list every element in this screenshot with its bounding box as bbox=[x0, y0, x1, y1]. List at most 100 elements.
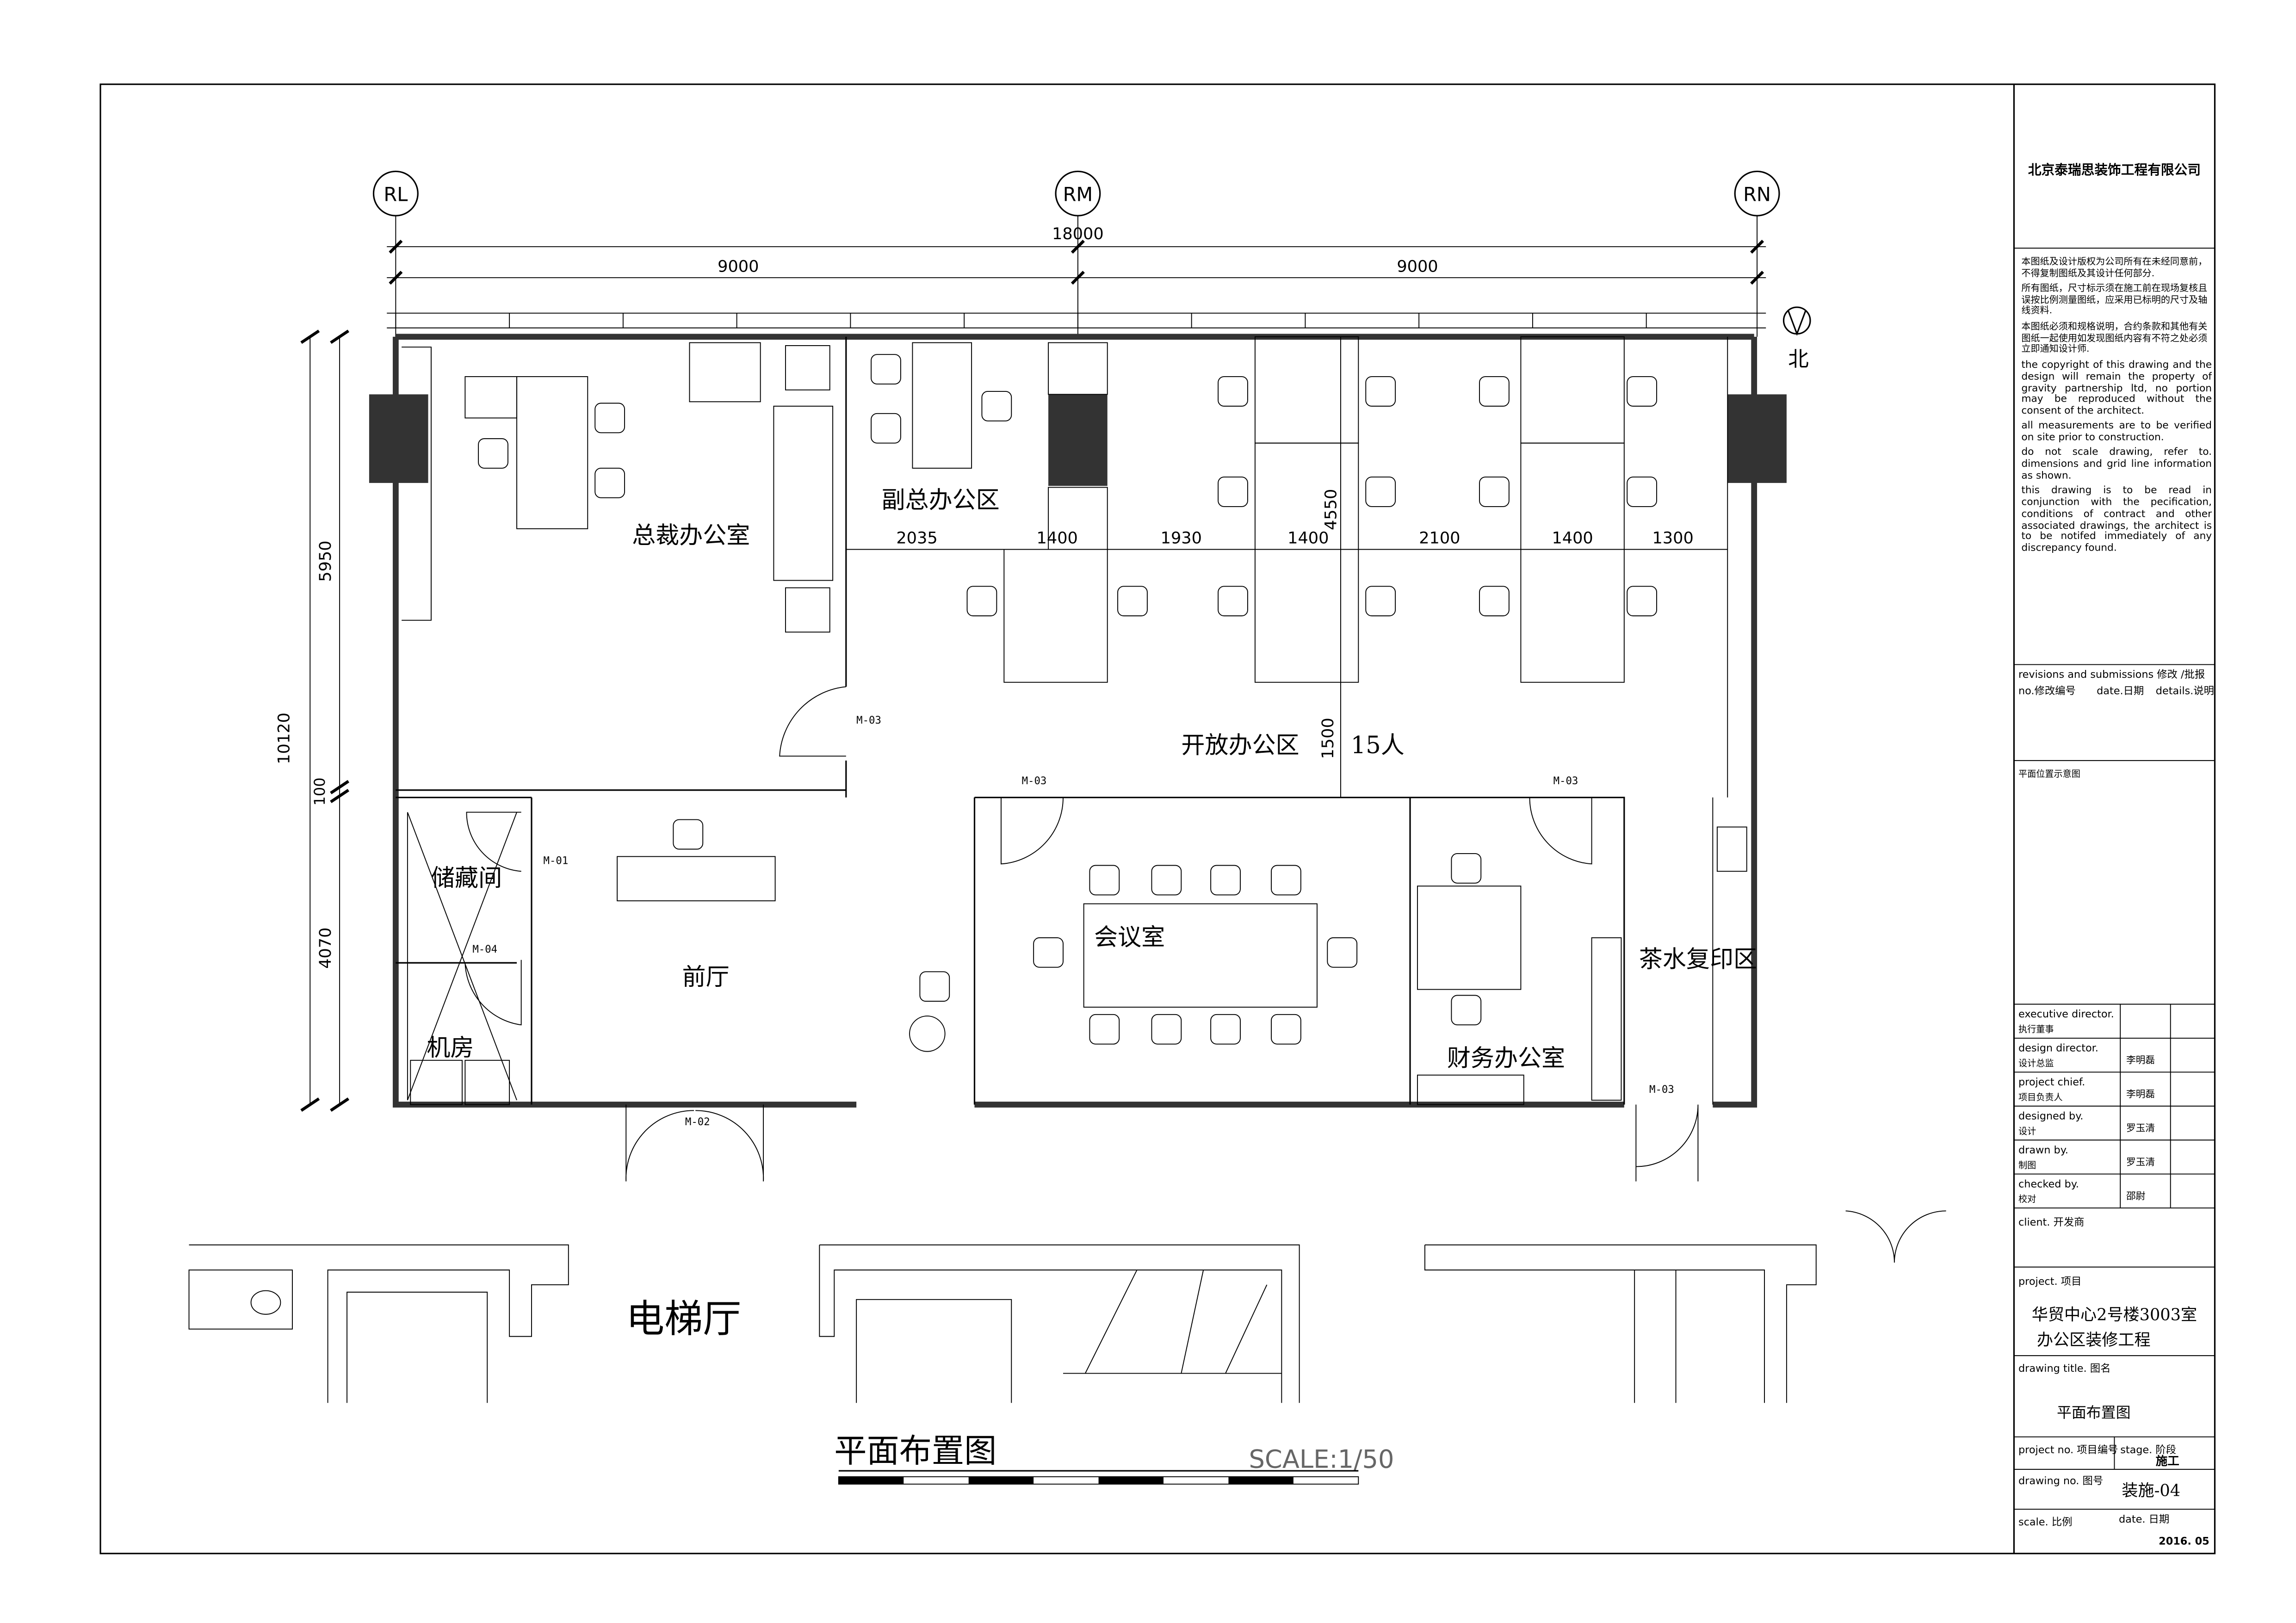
chair bbox=[1627, 376, 1657, 407]
dim-row: 1400 bbox=[1552, 529, 1593, 548]
role-row: checked by.校对邵尉 bbox=[2014, 1178, 2215, 1208]
vp-desk bbox=[912, 342, 972, 469]
role-name: 罗玉清 bbox=[2126, 1156, 2155, 1167]
dim-left-lower: 4070 bbox=[316, 928, 335, 969]
door-tag: M-02 bbox=[685, 1116, 710, 1128]
role-row: drawn by.制图罗玉清 bbox=[2014, 1144, 2215, 1175]
interior-dimensions: 2035 1400 1930 1400 2100 1400 1300 4550 … bbox=[896, 336, 1694, 798]
chair bbox=[594, 467, 625, 498]
date-label: date. 日期 bbox=[2119, 1513, 2169, 1525]
role-row: project chief. 项目负责人 李明磊 bbox=[2014, 1076, 2215, 1107]
door-tag: M-03 bbox=[1649, 1084, 1674, 1096]
role-en: executive director. bbox=[2018, 1008, 2114, 1020]
role-row: designed by.设计罗玉清 bbox=[2014, 1110, 2215, 1141]
room-president-office: 总裁办公室 bbox=[632, 522, 750, 550]
drawing-title: 平面布置图 bbox=[834, 1432, 996, 1470]
elevator-hall-outline bbox=[188, 1244, 1817, 1403]
role-name: 罗玉清 bbox=[2126, 1122, 2155, 1134]
chair bbox=[1218, 586, 1248, 617]
axis-label: RM bbox=[1063, 183, 1093, 205]
column bbox=[1048, 394, 1108, 486]
chair bbox=[1365, 477, 1396, 507]
company-name: 北京泰瑞思装饰工程有限公司 bbox=[2028, 162, 2201, 178]
grid-axis-rl: RL bbox=[372, 170, 419, 337]
chair bbox=[1451, 995, 1482, 1026]
drawing-title-label: drawing title. 图名 bbox=[2018, 1363, 2110, 1375]
chair bbox=[966, 586, 997, 617]
keyplan-label: 平面位置示意图 bbox=[2018, 768, 2080, 779]
chair bbox=[1479, 477, 1510, 507]
axis-label: RN bbox=[1743, 183, 1771, 205]
role-name: 李明磊 bbox=[2126, 1089, 2155, 1100]
room-server: 机房 bbox=[427, 1035, 474, 1062]
open-office-capacity: 15人 bbox=[1351, 732, 1405, 759]
rev-date-header: date.日期 bbox=[2097, 685, 2144, 697]
role-cn: 制图 bbox=[2018, 1160, 2036, 1171]
reception-desk bbox=[617, 856, 776, 902]
chair bbox=[1210, 1014, 1241, 1045]
dim-row: 2035 bbox=[896, 529, 937, 548]
role-row: design director.设计总监李明磊 bbox=[2014, 1042, 2215, 1073]
room-meeting: 会议室 bbox=[1094, 924, 1165, 951]
dim-depth: 4550 bbox=[1321, 489, 1340, 530]
room-labels: 总裁办公室 副总办公区 开放办公区 15人 储藏间 前厅 会议室 茶水复印区 财… bbox=[427, 487, 1757, 1341]
chair bbox=[594, 403, 625, 434]
tea-door bbox=[1635, 1104, 1699, 1182]
note-cn: 所有图纸，尺寸标示须在施工前在现场复核且误按比例测量图纸，应采用已标明的尺寸及轴… bbox=[2021, 284, 2208, 317]
door-tags: M-03 M-03 M-03 M-03 M-01 M-04 M-02 bbox=[472, 714, 1674, 1128]
column bbox=[369, 394, 428, 483]
president-desk bbox=[516, 376, 588, 529]
chair bbox=[1451, 853, 1482, 884]
note-en: the copyright of this drawing and the de… bbox=[2021, 358, 2212, 417]
dim-half-left: 9000 bbox=[718, 257, 759, 276]
dim-row: 1930 bbox=[1161, 529, 1202, 548]
door-swing bbox=[1000, 797, 1064, 865]
room-tea-copy: 茶水复印区 bbox=[1639, 946, 1757, 973]
door-swing bbox=[779, 686, 846, 757]
left-dimensions: 10120 5950 100 4070 bbox=[275, 329, 349, 1112]
door-swing bbox=[466, 812, 521, 872]
room-storage: 储藏间 bbox=[431, 865, 502, 892]
window-strip bbox=[387, 312, 1766, 328]
role-en: checked by. bbox=[2018, 1178, 2079, 1190]
door-swing bbox=[1529, 797, 1592, 865]
project-label: project. 项目 bbox=[2018, 1276, 2081, 1288]
note-en: do not scale drawing, refer to. dimensio… bbox=[2021, 446, 2212, 482]
workstation bbox=[1003, 549, 1108, 683]
chair bbox=[1271, 865, 1301, 896]
chair bbox=[981, 391, 1012, 421]
grid-axis-rn: RN bbox=[1734, 170, 1780, 337]
outer-door bbox=[1845, 1210, 1946, 1263]
rev-details-header: details.说明 bbox=[2156, 685, 2214, 697]
project-name-2: 办公区装修工程 bbox=[2037, 1331, 2151, 1350]
room-lobby: 前厅 bbox=[682, 964, 730, 991]
scale-bar-segment bbox=[838, 1476, 904, 1484]
chair bbox=[673, 819, 704, 850]
role-cn: 设计 bbox=[2018, 1126, 2036, 1136]
room-elevator-hall: 电梯厅 bbox=[626, 1296, 741, 1341]
room-open-office: 开放办公区 bbox=[1181, 732, 1299, 759]
revisions-header: revisions and submissions 修改 /批报 bbox=[2018, 669, 2205, 681]
note-en: this drawing is to be read in conjunctio… bbox=[2021, 484, 2212, 555]
door-tag: M-03 bbox=[1553, 775, 1578, 787]
entrance-door bbox=[625, 1104, 764, 1182]
door-tag: M-03 bbox=[856, 714, 881, 726]
role-cn: 执行董事 bbox=[2018, 1024, 2054, 1035]
walls bbox=[369, 334, 1946, 1263]
project-name: 华贸中心2号楼3003室 bbox=[2032, 1306, 2197, 1325]
stage-label: stage. 阶段 bbox=[2120, 1444, 2176, 1456]
chair bbox=[1117, 586, 1148, 617]
stage-value: 施工 bbox=[2156, 1454, 2179, 1468]
scale-bar bbox=[838, 1476, 1359, 1485]
room-finance: 财务办公室 bbox=[1447, 1045, 1565, 1072]
dim-half-right: 9000 bbox=[1397, 257, 1438, 276]
role-en: project chief. bbox=[2018, 1076, 2085, 1088]
role-name: 邵尉 bbox=[2126, 1190, 2145, 1202]
scale-bar-segment bbox=[1098, 1476, 1164, 1484]
role-cn: 项目负责人 bbox=[2018, 1092, 2063, 1103]
room-vp-area: 副总办公区 bbox=[881, 487, 999, 514]
drawing-no-label: drawing no. 图号 bbox=[2018, 1475, 2103, 1487]
furniture bbox=[410, 336, 1747, 1105]
door-swing bbox=[464, 960, 522, 1026]
